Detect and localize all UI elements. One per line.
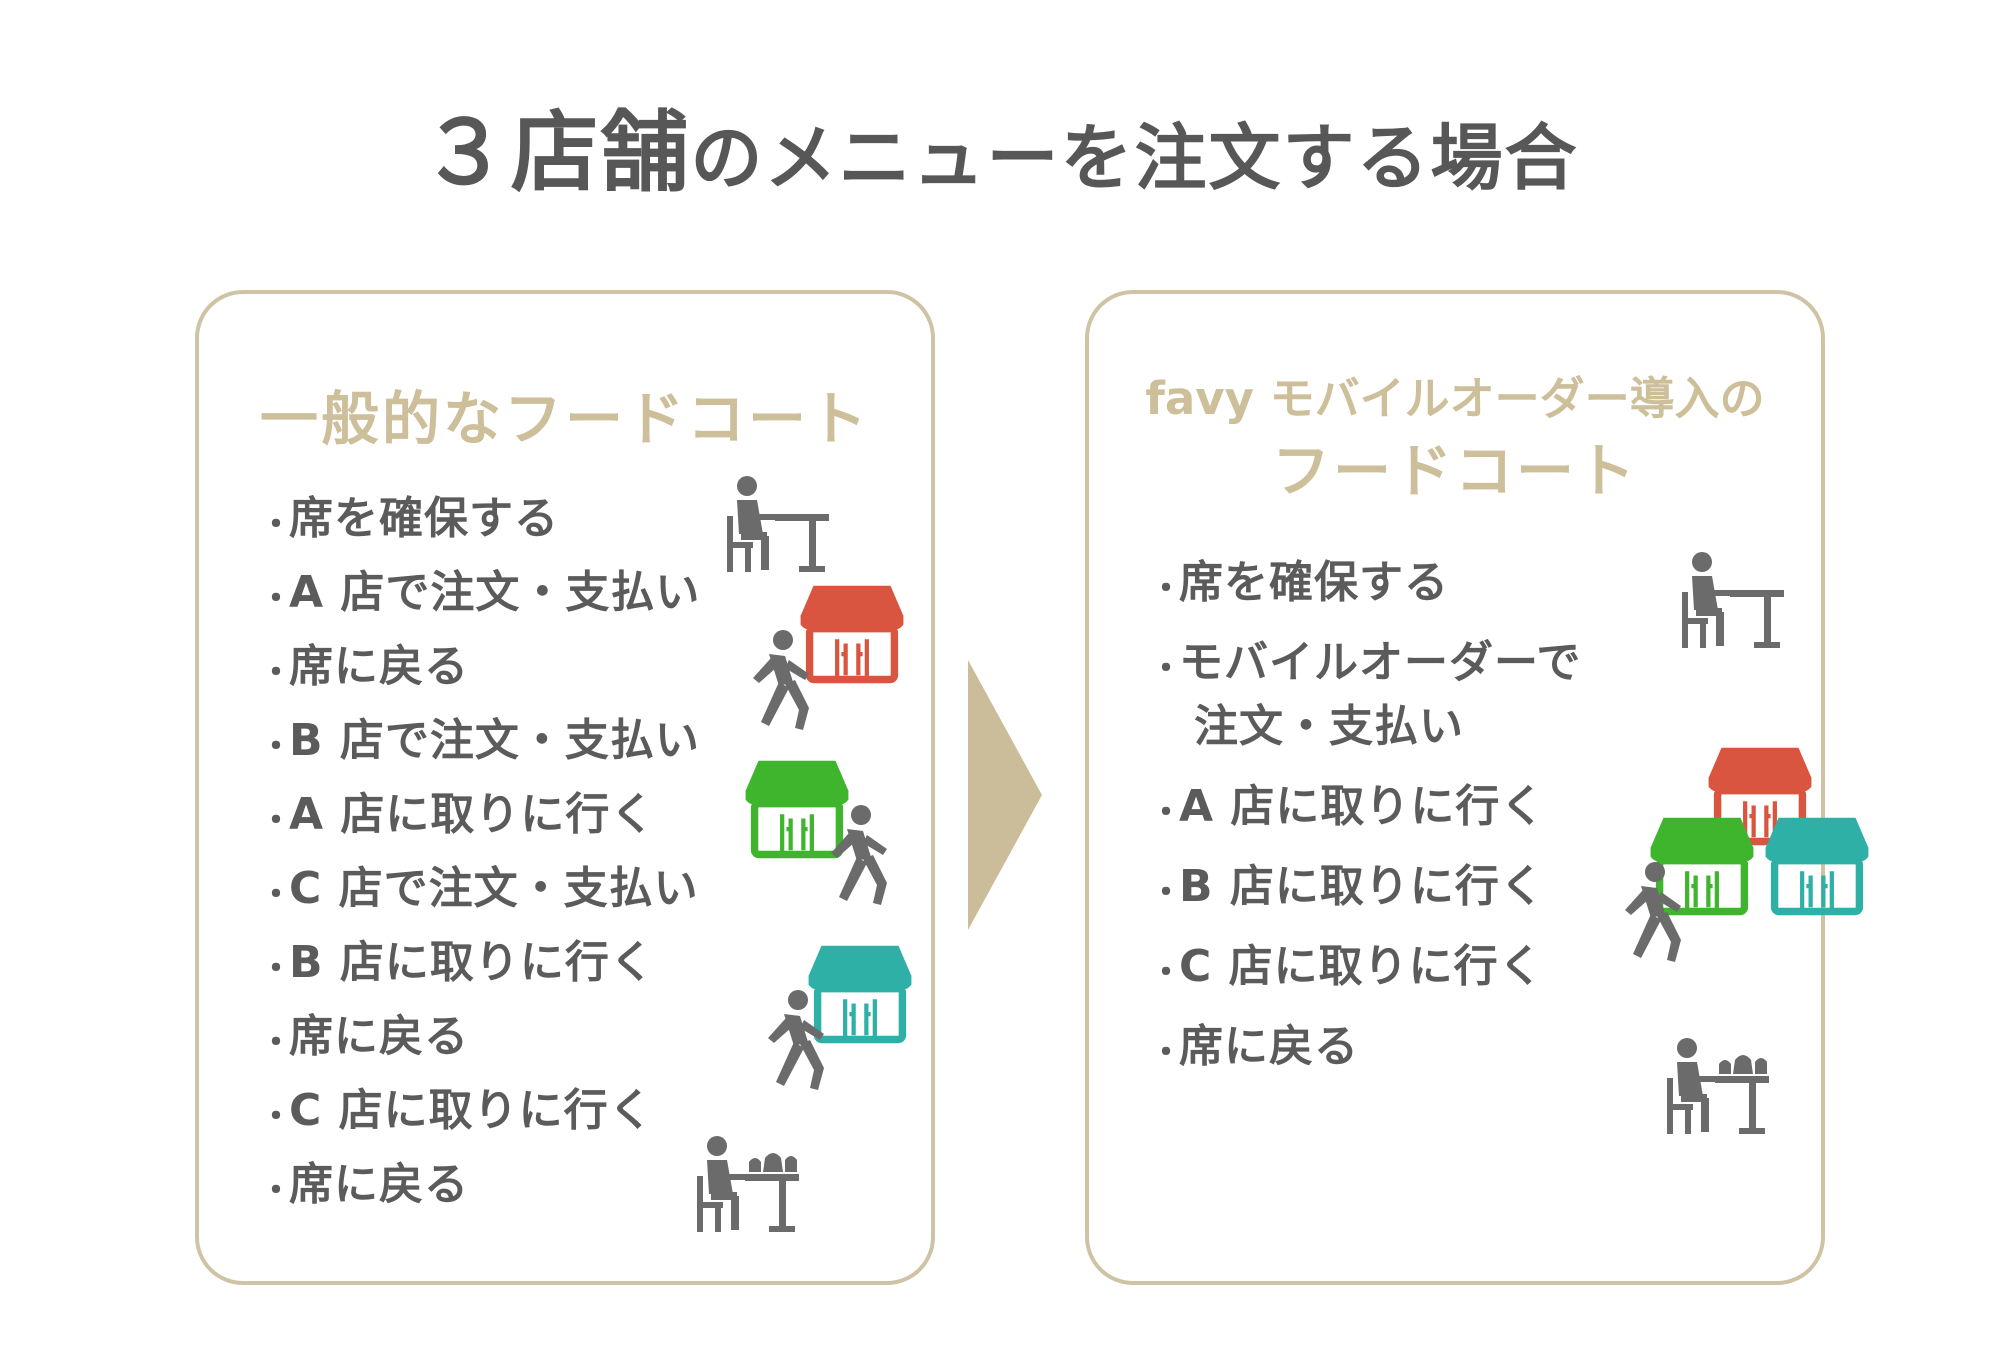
bullet: ・	[1149, 792, 1184, 833]
bullet: ・	[259, 1170, 294, 1211]
step-label: A 店で注文・支払い	[289, 567, 701, 618]
bullet: ・	[259, 652, 294, 693]
step-label: B 店で注文・支払い	[289, 715, 700, 766]
person-walking-icon	[753, 630, 809, 730]
left-step-4: ・B 店で注文・支払い	[259, 704, 700, 768]
right-step-2: ・モバイルオーダーで	[1149, 626, 1581, 690]
step-label: B 店に取りに行く	[1179, 861, 1545, 912]
step-label: 席に戻る	[1179, 1021, 1359, 1072]
right-step-2b: 注文・支払い	[1149, 690, 1464, 754]
right-step-3: ・A 店に取りに行く	[1149, 770, 1545, 834]
step-label: C 店に取りに行く	[1179, 941, 1544, 992]
right-step-6: ・席に戻る	[1149, 1010, 1359, 1074]
right-step-5: ・C 店に取りに行く	[1149, 930, 1544, 994]
left-step-10: ・席に戻る	[259, 1148, 469, 1212]
bullet: ・	[259, 504, 294, 545]
person-walking-icon	[831, 805, 887, 905]
right-panel-title-line2: フードコート	[1271, 437, 1638, 505]
bullet: ・	[259, 578, 294, 619]
bullet: ・	[1149, 952, 1184, 993]
bullet: ・	[259, 874, 294, 915]
bullet: ・	[259, 800, 294, 841]
bullet: ・	[1149, 568, 1184, 609]
person-seated-icon	[727, 476, 829, 572]
left-step-9: ・C 店に取りに行く	[259, 1074, 654, 1138]
left-step-7: ・B 店に取りに行く	[259, 926, 655, 990]
store-c-icon	[1764, 816, 1870, 918]
title-part-a: ３店舗	[420, 101, 691, 204]
step-label: 席に戻る	[289, 1011, 469, 1062]
left-step-6: ・C 店で注文・支払い	[259, 852, 699, 916]
bullet: ・	[1149, 648, 1184, 689]
right-panel: favy モバイルオーダー導入の フードコート ・席を確保する ・モバイルオーダ…	[1085, 290, 1825, 1285]
left-panel-title: 一般的なフードコート	[259, 385, 870, 453]
right-step-4: ・B 店に取りに行く	[1149, 850, 1545, 914]
left-step-3: ・席に戻る	[259, 630, 469, 694]
left-step-8: ・席に戻る	[259, 1000, 469, 1064]
bullet: ・	[1149, 872, 1184, 913]
step-label: 席を確保する	[1179, 557, 1449, 608]
right-panel-title-line1: favy モバイルオーダー導入の	[1145, 372, 1765, 425]
step-label: 席に戻る	[289, 1159, 469, 1210]
step-label: 席を確保する	[289, 493, 559, 544]
step-label: 注文・支払い	[1194, 701, 1464, 752]
bullet: ・	[259, 1022, 294, 1063]
person-eating-icon	[1667, 1038, 1769, 1134]
step-label: モバイルオーダーで	[1179, 637, 1582, 688]
step-label: C 店で注文・支払い	[289, 863, 699, 914]
arrow-right-icon	[968, 660, 1042, 930]
page-title: ３店舗のメニューを注文する場合	[0, 82, 1999, 209]
bullet: ・	[259, 1096, 294, 1137]
left-panel: 一般的なフードコート ・席を確保する ・A 店で注文・支払い ・席に戻る ・B …	[195, 290, 935, 1285]
person-seated-icon	[1682, 552, 1784, 648]
step-label: C 店に取りに行く	[289, 1085, 654, 1136]
step-label: B 店に取りに行く	[289, 937, 655, 988]
step-label: A 店に取りに行く	[1179, 781, 1546, 832]
bullet: ・	[1149, 1032, 1184, 1073]
person-walking-icon	[1625, 862, 1681, 962]
person-walking-icon	[768, 990, 824, 1090]
left-step-1: ・席を確保する	[259, 482, 559, 546]
right-step-1: ・席を確保する	[1149, 546, 1449, 610]
step-label: A 店に取りに行く	[289, 789, 656, 840]
bullet: ・	[259, 726, 294, 767]
title-part-b: のメニューを注文する場合	[690, 116, 1579, 200]
person-eating-icon	[697, 1136, 799, 1232]
left-step-2: ・A 店で注文・支払い	[259, 556, 700, 620]
left-step-5: ・A 店に取りに行く	[259, 778, 655, 842]
bullet: ・	[259, 948, 294, 989]
step-label: 席に戻る	[289, 641, 469, 692]
